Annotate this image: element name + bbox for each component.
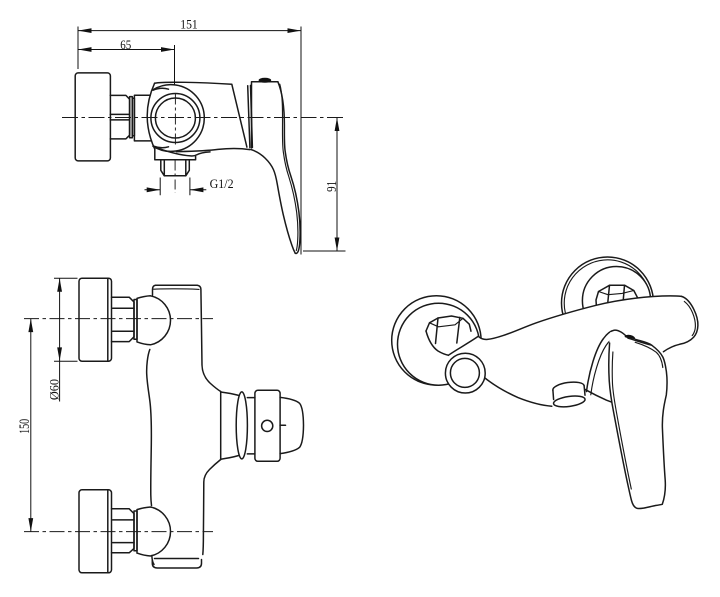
svg-text:150: 150 [17,419,33,434]
svg-text:151: 151 [180,16,198,31]
svg-text:65: 65 [120,37,131,52]
svg-text:Ø60: Ø60 [48,379,62,400]
svg-text:G1/2: G1/2 [210,176,234,191]
svg-text:91: 91 [324,181,339,192]
